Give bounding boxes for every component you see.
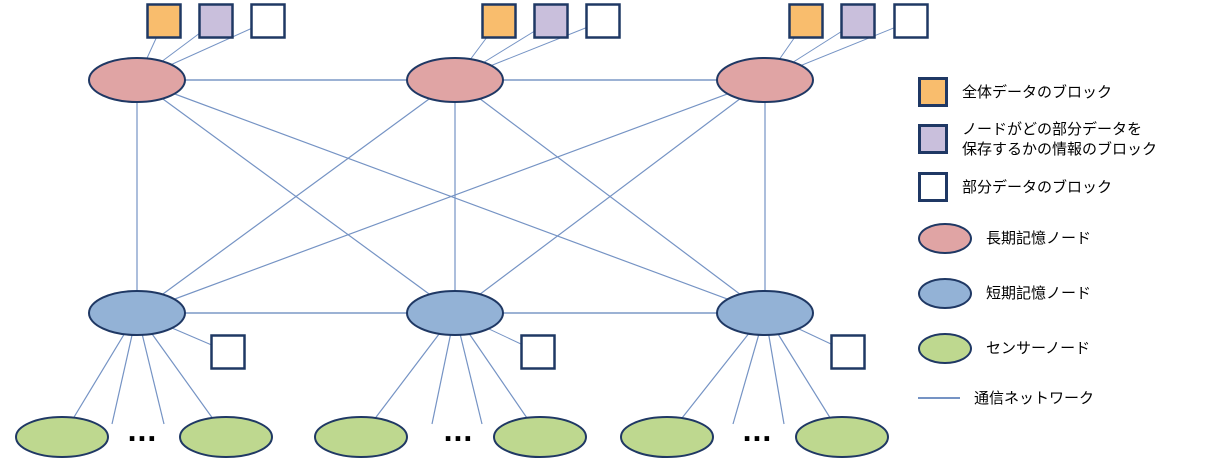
legend-label: センサーノード (986, 339, 1091, 358)
legend-item: 短期記憶ノード (918, 278, 1091, 309)
ellipsis-text: ... (127, 418, 157, 448)
ellipsis-text: ... (742, 418, 772, 448)
network-edge (454, 79, 766, 314)
partial-data-block (250, 3, 286, 39)
sensor-node (493, 416, 587, 458)
sensor-node (179, 416, 273, 458)
long-term-memory-node-icon (918, 223, 972, 254)
legend-item: 通信ネットワーク (918, 388, 1094, 408)
legend-item: 長期記憶ノード (918, 223, 1091, 254)
storage-info-block (533, 3, 569, 39)
network-edge (136, 79, 456, 314)
legend-label: 通信ネットワーク (974, 389, 1095, 407)
partial-data-block (210, 334, 246, 370)
legend-label: ノードがどの部分データを保存するかの情報のブロック (962, 120, 1158, 159)
sensor-node-icon (918, 333, 972, 364)
short-term-memory-node (406, 290, 504, 336)
legend-item: ノードがどの部分データを保存するかの情報のブロック (918, 119, 1157, 160)
storage-info-block (198, 3, 234, 39)
partial-data-block (520, 334, 556, 370)
legend-item: 部分データのブロック (918, 172, 1112, 202)
sensor-node (15, 416, 109, 458)
long-term-memory-node (716, 57, 814, 103)
partial-data-block (585, 3, 621, 39)
whole-data-block (481, 3, 517, 39)
legend-item: 全体データのブロック (918, 77, 1112, 107)
short-term-memory-node (88, 290, 186, 336)
ellipsis-text: ... (443, 418, 473, 448)
legend-label: 部分データのブロック (962, 177, 1113, 196)
partial-data-block-icon (918, 172, 948, 202)
legend-item: センサーノード (918, 333, 1090, 364)
sensor-node (620, 416, 714, 458)
storage-info-block-icon (918, 124, 948, 155)
short-term-memory-node-icon (918, 278, 972, 309)
long-term-memory-node (88, 57, 186, 103)
legend-label: 長期記憶ノード (986, 229, 1092, 248)
sensor-node (795, 416, 889, 458)
partial-data-block (893, 3, 929, 39)
sensor-node (314, 416, 408, 458)
long-term-memory-node (406, 57, 504, 103)
storage-info-block (840, 3, 876, 39)
network-line-icon (918, 397, 960, 400)
whole-data-block (146, 3, 182, 39)
legend-label: 短期記憶ノード (986, 284, 1092, 303)
network-edge (136, 79, 766, 314)
whole-data-block-icon (918, 77, 948, 107)
short-term-memory-node (716, 290, 814, 336)
partial-data-block (830, 334, 866, 370)
whole-data-block (788, 3, 824, 39)
legend-label: 全体データのブロック (962, 82, 1113, 101)
